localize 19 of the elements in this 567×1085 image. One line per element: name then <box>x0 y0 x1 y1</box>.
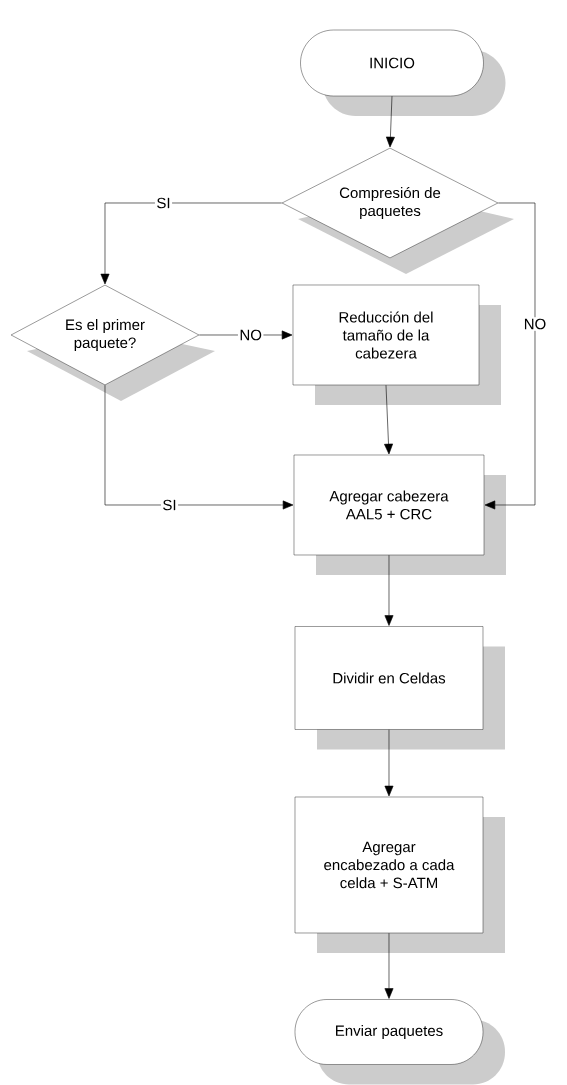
arrow <box>386 95 395 148</box>
edge-label: SI <box>160 498 179 512</box>
arrow <box>384 384 393 455</box>
arrow <box>484 202 536 510</box>
edge-label: NO <box>237 328 264 342</box>
arrow <box>100 202 283 285</box>
terminal-oval: INICIO <box>300 29 506 116</box>
arrow <box>104 384 294 510</box>
arrow <box>384 729 394 797</box>
arrow <box>384 932 394 999</box>
edge-label: SI <box>154 196 173 210</box>
arrow <box>384 554 394 626</box>
process-box: Agregar encabezado a cada celda + S-ATM <box>294 796 505 953</box>
arrow <box>198 330 293 340</box>
process-box: Dividir en Celdas <box>294 626 505 750</box>
terminal-oval: Enviar paquetes <box>294 999 505 1085</box>
process-box: Reducción del tamaño de la cabezera <box>292 284 501 405</box>
edge-label: NO <box>522 317 548 331</box>
process-box: Agregar cabezera AAL5 + CRC <box>293 454 506 575</box>
